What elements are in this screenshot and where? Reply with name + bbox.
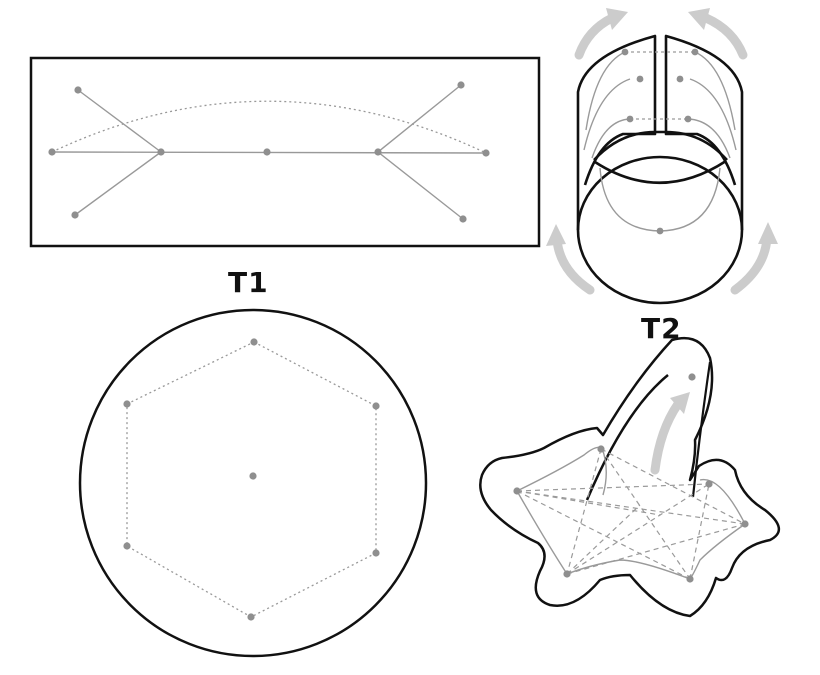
dotted-arc [51, 100, 487, 154]
blob-dash [566, 448, 602, 575]
arrow-head [606, 8, 628, 30]
blob-node [563, 570, 571, 578]
cylinder-node [626, 115, 634, 123]
blob-dash [566, 504, 641, 575]
curved-arrow [701, 13, 748, 60]
blob-panel [479, 336, 780, 618]
blob-dash [516, 490, 746, 525]
circle-panel [78, 308, 428, 658]
rectangle-panel [29, 56, 541, 248]
outer-circle [78, 308, 428, 658]
label-t2: T2 [641, 312, 682, 345]
blob-dash [566, 523, 746, 575]
tree-node [48, 148, 56, 156]
hexagon-nodes [123, 338, 380, 621]
tree-edge [377, 151, 464, 220]
dotted-hexagon [126, 341, 377, 618]
tree-edge [77, 89, 162, 153]
blob-node [688, 373, 696, 381]
cylinder-curve [694, 51, 736, 131]
hexagon-node [247, 613, 255, 621]
hexagon-node [123, 400, 131, 408]
curved-arrow [552, 235, 595, 295]
tree-node [459, 215, 467, 223]
arrow-head [758, 222, 778, 244]
tree-node [457, 81, 465, 89]
cylinder-nodes [621, 48, 699, 235]
blob-nodes [513, 373, 749, 583]
blob-dash [689, 483, 710, 580]
spike-inner-curve [585, 374, 669, 501]
center-node [249, 472, 257, 480]
cylinder-node [656, 227, 664, 235]
cylinder-curve [591, 118, 631, 159]
cylinder-curve [583, 78, 631, 151]
label-t1: T1 [228, 266, 269, 299]
cylinder-node [684, 115, 692, 123]
tree-node [374, 148, 382, 156]
rectangle-frame [29, 56, 541, 248]
spike-inner-curve [691, 361, 712, 498]
cylinder-dashes [625, 51, 695, 120]
tree-node [482, 149, 490, 157]
hexagon-node [372, 549, 380, 557]
cylinder-front-rim [594, 159, 727, 184]
cylinder-opening [593, 130, 728, 161]
cylinder-curve [689, 78, 737, 151]
tree-nodes [48, 81, 490, 223]
hexagon-node [250, 338, 258, 346]
cylinder-node [676, 75, 684, 83]
cylinder-outline [576, 34, 744, 305]
hexagon-node [123, 542, 131, 550]
spike-arrow-head [670, 392, 690, 414]
tree-edge [377, 84, 462, 153]
tree-node [263, 148, 271, 156]
cylinder-curve [585, 51, 626, 131]
tree-edge [74, 151, 162, 216]
cylinder-node [621, 48, 629, 56]
blob-dashes [516, 448, 746, 580]
arrow-heads [546, 8, 778, 246]
blob-node [741, 520, 749, 528]
blob-outline [479, 336, 780, 618]
tree-node [74, 86, 82, 94]
blob-node [513, 487, 521, 495]
cylinder-curve [687, 118, 731, 159]
blob-node [705, 480, 713, 488]
hexagon-node [372, 402, 380, 410]
arrow-head [546, 224, 566, 246]
blob-node [686, 575, 694, 583]
cylinder-node [691, 48, 699, 56]
blob-dash [516, 490, 661, 516]
tree-node [157, 148, 165, 156]
cylinder-node [636, 75, 644, 83]
cylinder-panel [546, 8, 778, 305]
arrow-head [688, 8, 710, 30]
blob-dash [600, 448, 746, 525]
blob-dash [566, 483, 710, 575]
tree-node [71, 211, 79, 219]
blob-node [597, 445, 605, 453]
spike-arrow [650, 399, 683, 475]
curved-arrow [574, 13, 617, 60]
